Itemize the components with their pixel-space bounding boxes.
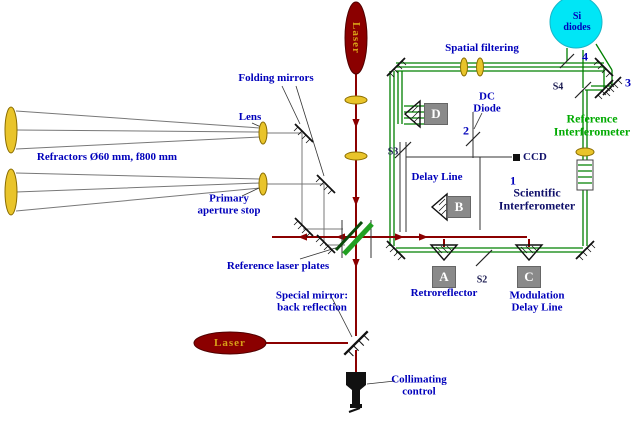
spatial-filter-lens-icon xyxy=(476,57,484,77)
beam-1-label: 1 xyxy=(510,173,516,188)
ccd-label: CCD xyxy=(523,151,547,163)
refractors-label: Refractors Ø60 mm, f800 mm xyxy=(36,150,178,163)
station-c-box: C xyxy=(517,266,541,288)
reference-interferometer-label: Reference Interferometer xyxy=(553,111,631,139)
collimating-control-label: Collimating control xyxy=(391,373,447,398)
s2-beamsplitter xyxy=(475,249,493,267)
bottom-right-mirror-icon xyxy=(575,240,596,261)
spatial-filtering-label: Spatial filtering xyxy=(445,41,519,54)
si-diodes-detector xyxy=(549,0,603,49)
retroreflector-b-icon xyxy=(431,193,448,221)
reference-lens-icon xyxy=(575,147,595,157)
laser-top-device xyxy=(344,1,368,75)
ccd-detector: CCD xyxy=(513,151,547,163)
station-a-box: A xyxy=(432,266,456,288)
station-d-box: D xyxy=(424,103,448,125)
refractor-lens-icon xyxy=(4,168,18,216)
beamsplitters xyxy=(394,53,592,267)
refractor-lens-icon xyxy=(4,106,18,154)
laser-bottom-device xyxy=(193,331,267,355)
lenses xyxy=(4,57,595,216)
beam-lens-icon xyxy=(344,151,368,161)
beam-2-label: 2 xyxy=(463,123,469,138)
beam-4-label: 4 xyxy=(582,49,588,64)
special-mirror-label: Special mirror: back reflection xyxy=(275,289,349,314)
lens-label: Lens xyxy=(238,110,262,123)
relay-lens-icon xyxy=(258,121,268,145)
telescope-beam-fans xyxy=(15,110,345,246)
aperture-stop-lens-icon xyxy=(258,172,268,196)
laser-bottom-label: Laser xyxy=(214,336,246,349)
dc-diode-label: DC Diode xyxy=(473,90,501,115)
dc-diode-beamsplitter xyxy=(465,131,481,147)
station-b-box: B xyxy=(447,196,471,218)
s3-label: S3 xyxy=(387,146,399,158)
s3-beamsplitter xyxy=(394,141,412,159)
spatial-filter-lens-icon xyxy=(460,57,468,77)
delay-line-label: Delay Line xyxy=(411,170,463,183)
bottom-left-mirror-icon xyxy=(385,240,406,261)
beam-lens-icon xyxy=(344,95,368,105)
si-diodes-label: Si diodes xyxy=(563,10,591,33)
reference-laser-plates-element xyxy=(334,220,374,256)
folding-mirrors-label: Folding mirrors xyxy=(238,71,314,84)
scientific-interferometer-label: Scientific Interferometer xyxy=(498,185,576,213)
fold-down-mirror-icon xyxy=(293,217,314,238)
modulation-delay-line-label: Modulation Delay Line xyxy=(509,289,565,314)
reference-beams xyxy=(389,43,613,253)
reference-laser-plates-label: Reference laser plates xyxy=(226,259,330,272)
laser-top-label: Laser xyxy=(350,22,363,54)
beam-direction-arrows xyxy=(298,119,428,268)
collimating-control-device xyxy=(346,372,366,413)
primary-aperture-stop-label: Primary aperture stop xyxy=(197,192,261,217)
retroreflector-d-icon xyxy=(404,100,421,128)
beam-3-label: 3 xyxy=(625,75,631,90)
s4-beamsplitter xyxy=(574,81,592,99)
reference-grating xyxy=(576,159,594,191)
s4-label: S4 xyxy=(552,81,564,93)
s2-label: S2 xyxy=(476,274,488,286)
ccd-icon xyxy=(513,153,520,161)
retroreflector-label: Retroreflector xyxy=(410,286,478,299)
diode-feed-beamsplitter xyxy=(559,53,575,69)
